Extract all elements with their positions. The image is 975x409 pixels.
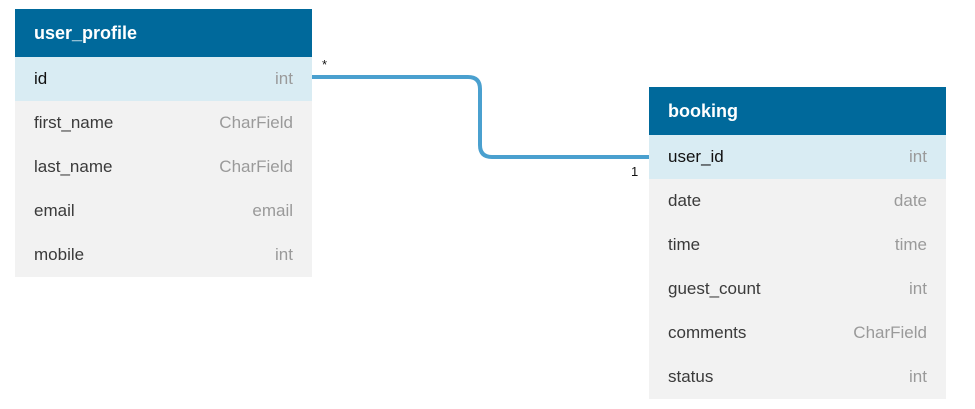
field-type: int xyxy=(275,69,293,88)
field-name: mobile xyxy=(34,245,85,264)
field-row-status[interactable]: status int xyxy=(649,355,946,399)
field-type: int xyxy=(909,147,927,166)
field-type: int xyxy=(909,279,927,298)
field-type: int xyxy=(275,245,293,264)
field-row-guest-count[interactable]: guest_count int xyxy=(649,267,946,311)
field-name: id xyxy=(34,69,48,88)
table-header[interactable]: user_profile xyxy=(15,9,312,57)
cardinality-one-label: 1 xyxy=(631,164,639,179)
field-name: first_name xyxy=(34,113,114,132)
table-header[interactable]: booking xyxy=(649,87,946,135)
field-name: status xyxy=(668,367,714,386)
field-row-mobile[interactable]: mobile int xyxy=(15,233,312,277)
field-type: CharField xyxy=(853,323,927,342)
field-name: comments xyxy=(668,323,747,342)
relation-connector xyxy=(312,75,649,159)
field-row-comments[interactable]: comments CharField xyxy=(649,311,946,355)
field-row-time[interactable]: time time xyxy=(649,223,946,267)
field-row-email[interactable]: email email xyxy=(15,189,312,233)
field-type: date xyxy=(893,191,927,210)
field-name: email xyxy=(34,201,75,220)
field-row-last-name[interactable]: last_name CharField xyxy=(15,145,312,189)
field-row-first-name[interactable]: first_name CharField xyxy=(15,101,312,145)
table-user-profile[interactable]: user_profile id int first_name CharField… xyxy=(15,9,312,277)
table-title: user_profile xyxy=(34,22,138,43)
field-name: guest_count xyxy=(668,279,761,298)
field-type: time xyxy=(894,235,927,254)
table-title: booking xyxy=(668,100,738,121)
table-booking[interactable]: booking user_id int date date time time … xyxy=(649,87,946,399)
field-type: int xyxy=(909,367,927,386)
field-name: user_id xyxy=(668,147,724,166)
field-type: CharField xyxy=(219,113,293,132)
field-name: last_name xyxy=(34,157,113,176)
field-type: email xyxy=(252,201,293,220)
field-row-id[interactable]: id int xyxy=(15,57,312,101)
field-type: CharField xyxy=(219,157,293,176)
field-name: date xyxy=(668,191,702,210)
field-name: time xyxy=(668,235,701,254)
cardinality-many-label: * xyxy=(322,57,328,72)
field-row-date[interactable]: date date xyxy=(649,179,946,223)
field-row-user-id[interactable]: user_id int xyxy=(649,135,946,179)
